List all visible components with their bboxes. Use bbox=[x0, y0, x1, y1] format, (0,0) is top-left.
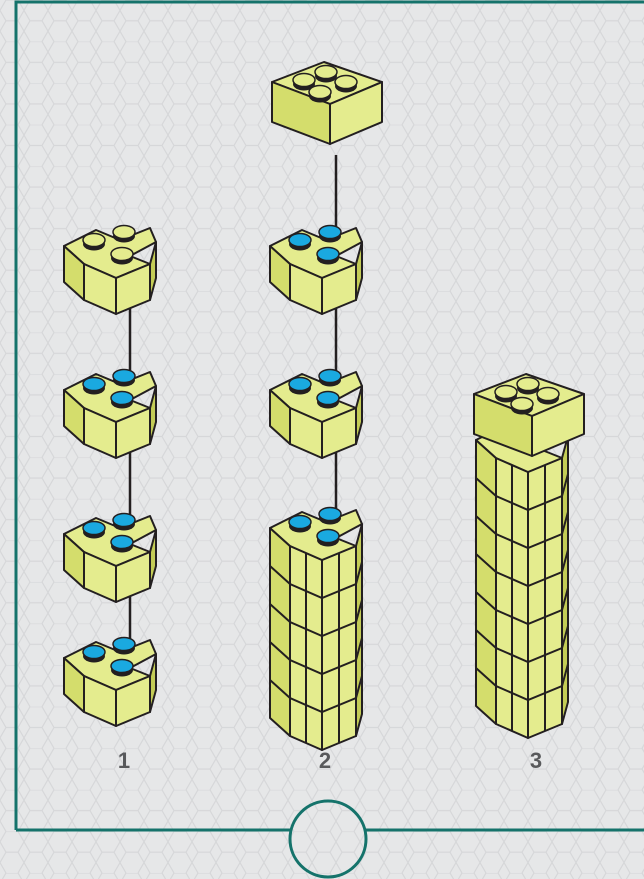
stud-top bbox=[82, 232, 106, 248]
brick-right-face bbox=[329, 81, 383, 145]
stud-top bbox=[292, 72, 316, 88]
step-1-label: 1 bbox=[118, 748, 130, 773]
stud-top bbox=[82, 520, 106, 536]
brick-edge-face bbox=[149, 385, 157, 445]
stud-top bbox=[318, 368, 342, 384]
step-3-label: 3 bbox=[530, 748, 542, 773]
square-cap-brick bbox=[473, 373, 585, 457]
cube-seam bbox=[475, 663, 569, 702]
stud-top bbox=[318, 224, 342, 240]
cube-seam bbox=[269, 675, 363, 714]
stud-top bbox=[334, 74, 358, 90]
stud-top bbox=[314, 64, 338, 80]
cube-seam bbox=[475, 549, 569, 588]
cube-seam bbox=[269, 561, 363, 600]
stud-top bbox=[316, 246, 340, 262]
brick-edge-face bbox=[149, 241, 157, 301]
column-edge-face bbox=[355, 523, 363, 737]
assembled-column bbox=[475, 421, 569, 739]
stud-top bbox=[316, 528, 340, 544]
stud-top bbox=[82, 376, 106, 392]
cube-seam bbox=[269, 637, 363, 676]
stud-top bbox=[536, 386, 560, 402]
brick-edge-face bbox=[355, 385, 363, 445]
cube-seam bbox=[269, 599, 363, 638]
step-2-assembly bbox=[269, 61, 383, 751]
column-left-face bbox=[475, 439, 497, 725]
stud-top bbox=[318, 506, 342, 522]
connector-lines bbox=[128, 155, 338, 645]
stud-top bbox=[308, 84, 332, 100]
stud-top bbox=[112, 636, 136, 652]
cube-seam bbox=[475, 625, 569, 664]
stud-top bbox=[288, 376, 312, 392]
cube-seam bbox=[475, 587, 569, 626]
stud-top bbox=[112, 512, 136, 528]
step-1-assembly bbox=[63, 224, 157, 727]
stud-top bbox=[288, 514, 312, 530]
corner-brick bbox=[269, 224, 363, 315]
cube-seam bbox=[475, 473, 569, 512]
step-2-label: 2 bbox=[319, 748, 331, 773]
stud-top bbox=[110, 658, 134, 674]
brick-edge-face bbox=[149, 653, 157, 713]
corner-column bbox=[269, 506, 363, 751]
stud-top bbox=[110, 246, 134, 262]
stud-top bbox=[110, 390, 134, 406]
column-edge-face bbox=[561, 435, 569, 725]
corner-brick bbox=[63, 512, 157, 603]
stud-top bbox=[112, 224, 136, 240]
stud-top bbox=[112, 368, 136, 384]
stud-top bbox=[316, 390, 340, 406]
brick-right-face bbox=[531, 393, 585, 457]
step-3-assembly bbox=[473, 373, 585, 739]
stud-top bbox=[516, 376, 540, 392]
brick-edge-face bbox=[355, 241, 363, 301]
stud-top bbox=[288, 232, 312, 248]
brick-edge-face bbox=[149, 529, 157, 589]
page-number-circle bbox=[288, 799, 368, 879]
stud-top bbox=[82, 644, 106, 660]
stud-top bbox=[510, 396, 534, 412]
page-frame bbox=[14, 0, 644, 879]
corner-brick bbox=[269, 368, 363, 459]
corner-brick-bottom bbox=[63, 636, 157, 727]
column-left-face bbox=[269, 527, 291, 737]
square-brick bbox=[271, 61, 383, 145]
corner-brick-top bbox=[63, 224, 157, 315]
corner-brick bbox=[63, 368, 157, 459]
stud-top bbox=[494, 384, 518, 400]
cube-seam bbox=[475, 511, 569, 550]
stud-top bbox=[110, 534, 134, 550]
